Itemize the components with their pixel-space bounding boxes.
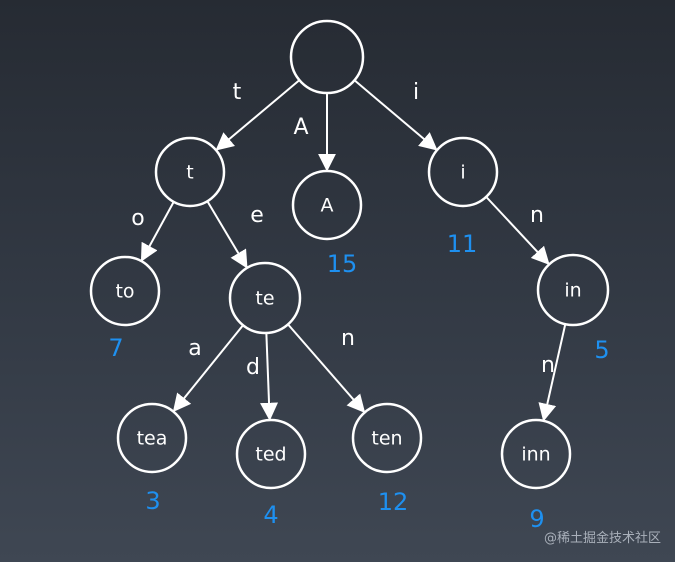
value-label-ten: 12 bbox=[378, 488, 409, 516]
node-circle-i bbox=[427, 136, 499, 208]
value-label-i: 11 bbox=[447, 230, 478, 258]
edge-root-i bbox=[353, 79, 438, 151]
node-label-te: te bbox=[255, 288, 274, 310]
node-t: t bbox=[154, 136, 226, 208]
node-label-i: i bbox=[460, 162, 465, 184]
edge-i-in bbox=[485, 196, 550, 265]
edge-label-in-inn: n bbox=[541, 353, 555, 378]
edge-in-inn bbox=[538, 323, 567, 422]
node-label-tea: tea bbox=[137, 428, 168, 450]
node-label-to: to bbox=[115, 281, 134, 303]
node-label-in: in bbox=[564, 280, 581, 302]
value-label-ted: 4 bbox=[263, 501, 278, 529]
node-A: A bbox=[291, 169, 363, 241]
value-label-in: 5 bbox=[594, 336, 609, 364]
edge-label-t-to: o bbox=[131, 206, 144, 231]
edge-te-ten bbox=[287, 323, 366, 413]
node-label-ted: ted bbox=[255, 444, 286, 466]
node-to: to bbox=[89, 255, 161, 327]
node-label-t: t bbox=[186, 162, 193, 184]
edge-label-root-A: A bbox=[293, 115, 308, 140]
edge-label-root-i: i bbox=[413, 80, 419, 105]
node-tea: tea bbox=[116, 402, 188, 474]
edge-root-t bbox=[215, 79, 301, 151]
edge-label-te-tea: a bbox=[188, 336, 201, 361]
node-ted: ted bbox=[235, 418, 307, 490]
edge-label-t-te: e bbox=[250, 203, 264, 228]
node-ten: ten bbox=[351, 402, 423, 474]
value-label-to: 7 bbox=[108, 334, 123, 362]
node-root bbox=[289, 19, 365, 95]
node-circle-inn bbox=[500, 418, 572, 490]
edge-te-ted bbox=[260, 332, 279, 421]
edge-te-tea bbox=[172, 324, 244, 413]
node-circle-t bbox=[154, 136, 226, 208]
node-te: te bbox=[228, 261, 302, 335]
node-circle-in bbox=[536, 253, 610, 327]
edge-label-root-t: t bbox=[233, 80, 242, 105]
node-label-inn: inn bbox=[521, 444, 550, 466]
value-label-inn: 9 bbox=[529, 505, 544, 533]
node-circle-tea bbox=[116, 402, 188, 474]
node-i: i bbox=[427, 136, 499, 208]
edge-t-to bbox=[140, 201, 175, 262]
edge-label-te-ten: n bbox=[341, 326, 355, 351]
node-circle-ten bbox=[351, 402, 423, 474]
node-circle-to bbox=[89, 255, 161, 327]
edge-t-te bbox=[206, 200, 248, 269]
watermark: @稀土掘金技术社区 bbox=[543, 531, 661, 546]
node-circle-te bbox=[228, 261, 302, 335]
node-circle-root bbox=[289, 19, 365, 95]
value-label-tea: 3 bbox=[145, 487, 160, 515]
node-inn: inn bbox=[500, 418, 572, 490]
node-circle-A bbox=[291, 169, 363, 241]
node-label-ten: ten bbox=[371, 428, 402, 450]
node-label-A: A bbox=[321, 195, 334, 217]
value-label-A: 15 bbox=[327, 250, 358, 278]
edge-label-te-ted: d bbox=[246, 355, 260, 380]
edge-label-i-in: n bbox=[530, 203, 544, 228]
node-circle-ted bbox=[235, 418, 307, 490]
node-in: in bbox=[536, 253, 610, 327]
